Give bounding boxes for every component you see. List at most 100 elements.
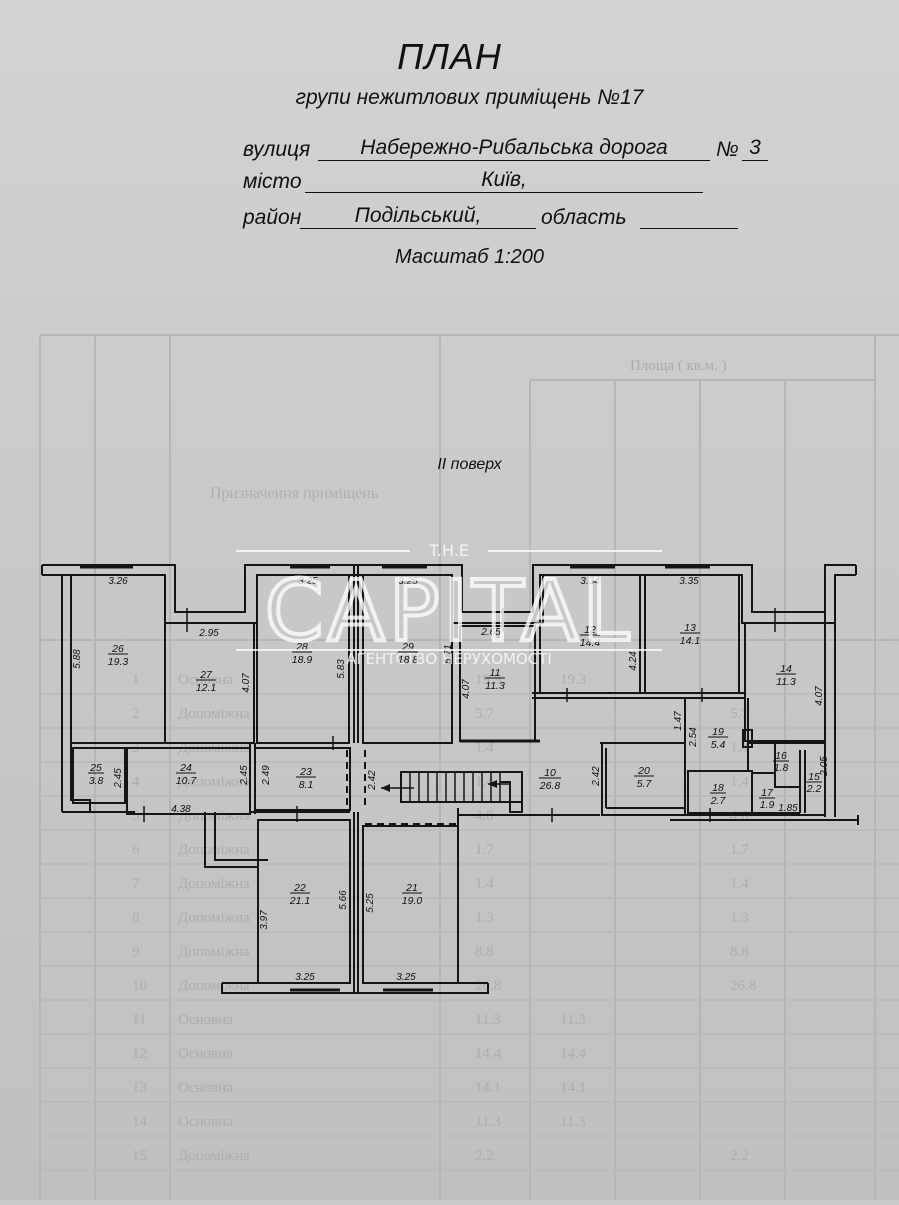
document-title: ПЛАН [397, 36, 502, 77]
room-19: 195.4 [708, 726, 728, 751]
dim-label: 2.42 [367, 770, 378, 791]
dimension-labels: 3.26 5.88 2.95 4.07 3.25 5.83 3.25 5.71 … [72, 576, 830, 983]
dim-label: 2.65 [480, 627, 501, 638]
svg-text:12.1: 12.1 [196, 682, 216, 694]
svg-text:8.1: 8.1 [299, 779, 314, 791]
svg-text:19.3: 19.3 [108, 656, 129, 668]
dim-label: 1.47 [673, 711, 684, 731]
svg-text:2.7: 2.7 [710, 795, 727, 807]
room-23: 238.1 [296, 766, 316, 791]
svg-text:18.9: 18.9 [292, 654, 313, 666]
room-25: 253.8 [88, 762, 104, 787]
svg-text:1.9: 1.9 [760, 799, 775, 811]
dim-label: 2.42 [591, 766, 602, 787]
room-18: 182.7 [710, 782, 727, 807]
dim-label: 2.45 [239, 765, 250, 786]
region-value [640, 204, 738, 229]
number-value: 3 [742, 136, 768, 161]
svg-text:24: 24 [179, 762, 192, 774]
svg-text:18: 18 [712, 782, 724, 794]
svg-text:5.7: 5.7 [637, 778, 653, 790]
svg-text:26.8: 26.8 [539, 780, 561, 792]
street-value: Набережно-Рибальська дорога [318, 136, 710, 161]
svg-text:20: 20 [637, 765, 650, 777]
svg-text:25: 25 [89, 762, 102, 774]
dim-label: 2.45 [113, 768, 124, 789]
dim-label: 3.35 [679, 576, 699, 587]
dim-label: 1.85 [778, 803, 798, 814]
dim-label: 5.88 [72, 649, 83, 669]
svg-text:2.2: 2.2 [806, 783, 822, 795]
city-value: Київ, [305, 168, 703, 193]
dim-label: 3.26 [108, 576, 128, 587]
room-27: 2718.912.1 [196, 669, 216, 694]
dim-label: 3.25 [398, 576, 418, 587]
room-20: 205.7 [634, 765, 654, 790]
svg-text:10: 10 [544, 767, 556, 779]
svg-text:5.4: 5.4 [711, 739, 726, 751]
dim-label: 5.25 [365, 893, 376, 913]
svg-text:21: 21 [405, 882, 418, 894]
dim-label: 2.95 [198, 628, 219, 639]
svg-text:14.1: 14.1 [680, 635, 700, 647]
svg-text:29: 29 [401, 641, 414, 653]
svg-text:12: 12 [584, 624, 596, 636]
svg-text:14.4: 14.4 [580, 637, 601, 649]
city-label: місто [243, 170, 302, 193]
dim-label: 4.38 [171, 804, 191, 815]
svg-text:1.8: 1.8 [774, 762, 789, 774]
svg-text:11: 11 [490, 667, 501, 679]
floor-label: II поверх [437, 456, 502, 473]
region-label: область [541, 206, 627, 229]
svg-text:21.1: 21.1 [289, 895, 310, 907]
dim-label: 5.66 [338, 890, 349, 910]
dim-label: 4.07 [241, 673, 252, 693]
district-label: район [243, 206, 302, 229]
scale-label: Масштаб 1:200 [394, 246, 545, 268]
room-15: 152.2 [806, 771, 822, 795]
dim-label: 3.34 [580, 576, 600, 587]
dim-label: 4.24 [628, 651, 639, 671]
dim-label: 3.25 [298, 576, 318, 587]
svg-text:15: 15 [808, 771, 820, 783]
svg-text:11.3: 11.3 [776, 676, 796, 688]
svg-text:16: 16 [775, 750, 787, 762]
svg-text:14: 14 [780, 663, 792, 675]
dim-label: 3.25 [396, 972, 416, 983]
svg-text:28: 28 [295, 641, 308, 653]
dim-label: 3.25 [295, 972, 315, 983]
dim-label: 4.07 [461, 679, 472, 699]
dim-label: 2.05 [819, 756, 830, 777]
dim-label: 2.54 [688, 727, 699, 748]
room-17: 171.9 [759, 787, 775, 811]
district-value: Подільський, [300, 204, 536, 229]
dim-label: 3.97 [259, 910, 270, 930]
svg-text:19: 19 [712, 726, 724, 738]
svg-text:10.7: 10.7 [176, 775, 198, 787]
svg-text:17: 17 [761, 787, 774, 799]
document-subtitle: групи нежитлових приміщень №17 [295, 86, 644, 109]
number-label: № [716, 138, 739, 161]
svg-text:23: 23 [299, 766, 312, 778]
svg-text:3.8: 3.8 [89, 775, 104, 787]
svg-text:27: 27 [199, 669, 213, 681]
street-label: вулиця [243, 138, 311, 161]
room-16: 161.8 [773, 750, 789, 774]
dim-label: 5.71 [443, 644, 454, 663]
svg-text:13: 13 [684, 622, 696, 634]
svg-text:19.0: 19.0 [402, 895, 423, 907]
svg-text:22: 22 [293, 882, 306, 894]
